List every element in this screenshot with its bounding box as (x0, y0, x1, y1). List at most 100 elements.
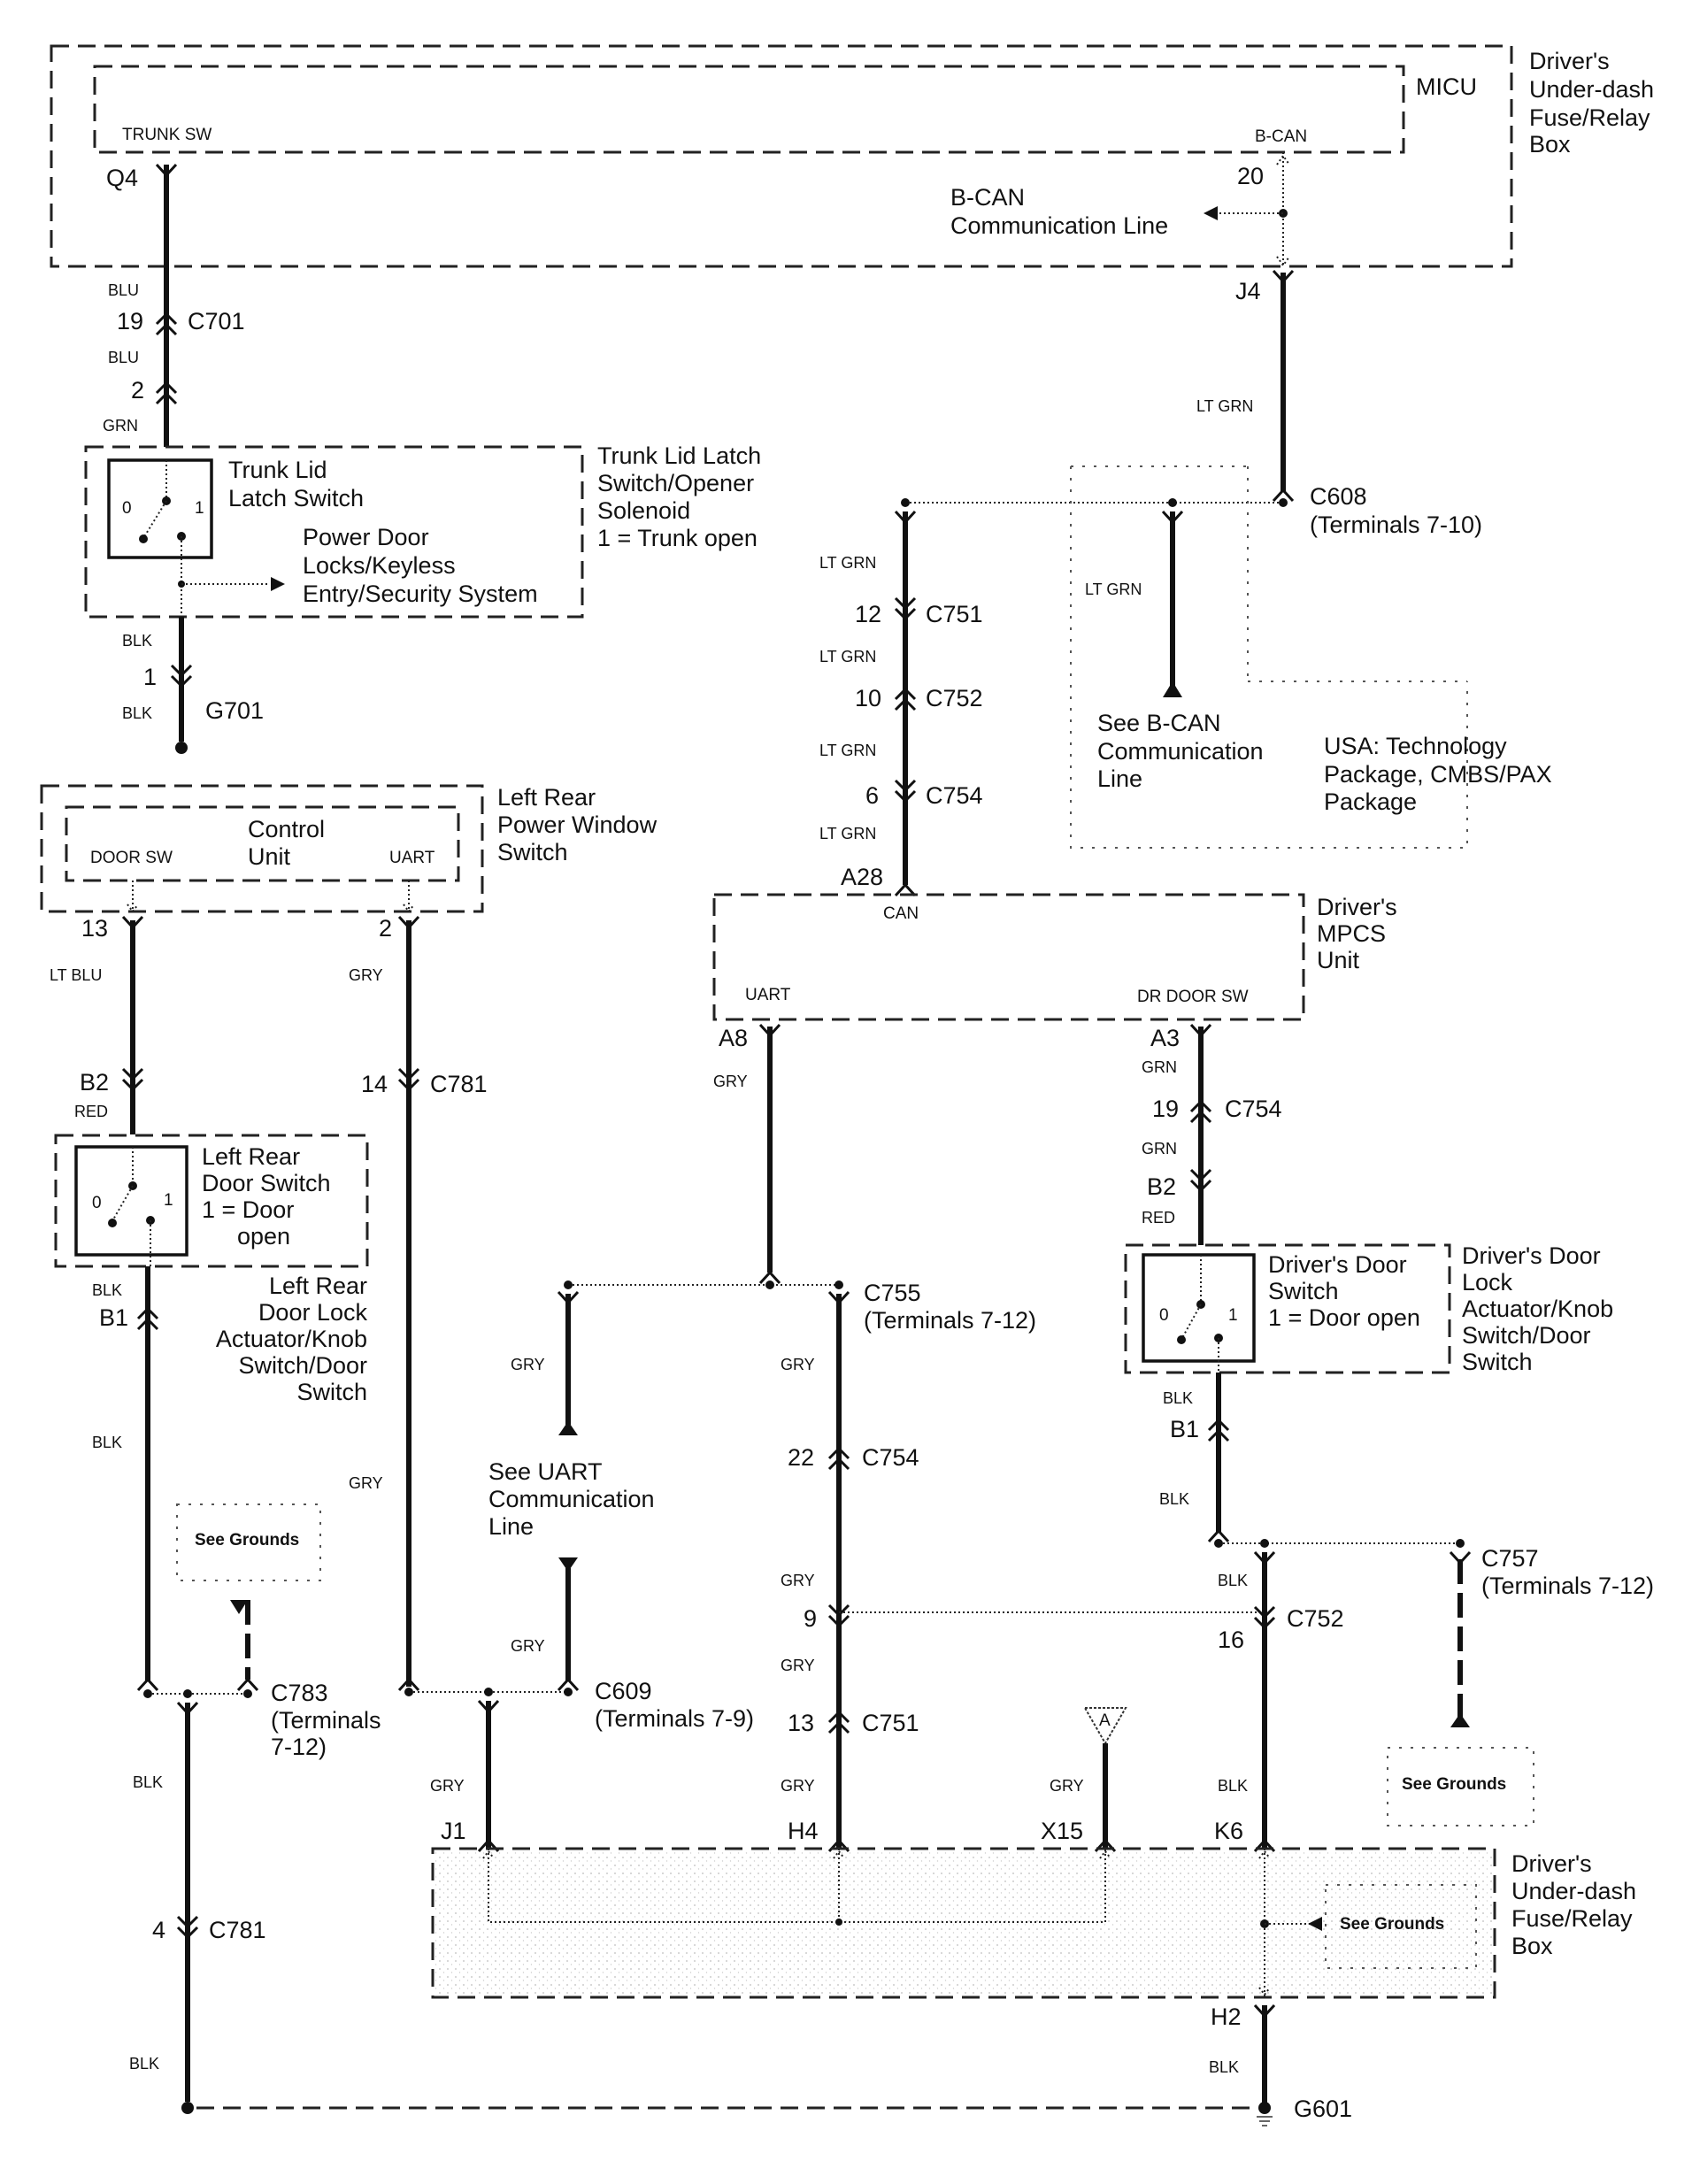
switch-name: 1 = Door open (1268, 1304, 1420, 1331)
lr-door-lock-outline (54, 1134, 369, 1268)
connector-pin: 2 (379, 915, 392, 942)
see-uart-label: Communication (488, 1486, 655, 1512)
switch-pos-0: 0 (92, 1194, 102, 1212)
component-name: Switch (497, 839, 568, 865)
bcan-terminal: 20 (1237, 163, 1264, 189)
arrow-up-icon (1450, 1713, 1470, 1727)
pdl-label: Entry/Security System (303, 581, 538, 607)
see-bcan-label: Line (1097, 765, 1142, 792)
connector-pin: 13 (788, 1710, 814, 1736)
reference-a-triangle (1083, 1707, 1127, 1746)
can-pin-label: CAN (883, 904, 919, 923)
pdl-label: Locks/Keyless (303, 552, 456, 579)
connector-c701: C701 (188, 308, 245, 335)
connector-c783-terminals: (Terminals (271, 1707, 381, 1734)
component-name: Lock (1462, 1269, 1513, 1296)
wire-color-label: BLK (92, 1281, 122, 1299)
connector-c609: C609 (595, 1678, 652, 1704)
component-name: Switch/Door (238, 1352, 367, 1379)
uart-pin-label: UART (389, 849, 435, 867)
wire-color-label: BLK (133, 1773, 163, 1791)
connector-pin: 10 (855, 685, 881, 711)
wire-color-label: BLU (108, 349, 139, 366)
h4-terminal: H4 (788, 1818, 819, 1844)
connector-pin: 14 (361, 1071, 388, 1097)
switch-pos-1: 1 (195, 499, 204, 518)
wire-color-label: RED (74, 1103, 108, 1120)
switch-name: Latch Switch (228, 485, 364, 511)
wire-color-label: GRY (1050, 1777, 1084, 1795)
connector-c752: C752 (1287, 1605, 1344, 1632)
connector-pin: 19 (1152, 1096, 1179, 1122)
wire-color-label: GRY (349, 966, 383, 984)
fuse-box-label-2: Under-dash (1529, 76, 1654, 103)
wire-color-label: GRY (781, 1777, 815, 1795)
bcan-line-label-1: B-CAN (950, 184, 1025, 211)
arrow-down-icon (558, 1557, 578, 1572)
wire-color-label: BLK (1218, 1572, 1248, 1589)
lr-power-window-switch: Control Unit DOOR SW UART Left Rear Powe… (40, 784, 658, 1687)
fuse-box-label-3: Fuse/Relay (1529, 104, 1650, 131)
uart-circuit: A8 GRY C755 (Terminals 7-12) GRY See UAR… (397, 1023, 1265, 1853)
fuse-box-label: Box (1511, 1933, 1553, 1959)
switch-name: open (237, 1223, 290, 1250)
wire-color-label: BLK (122, 704, 152, 722)
ground-point (1258, 2102, 1271, 2114)
ground-icon (1257, 2116, 1273, 2126)
connector-c781: C781 (430, 1071, 488, 1097)
fuse-box-outline-bottom (431, 1847, 1496, 1999)
see-grounds-box (176, 1503, 321, 1581)
connector-pin: 12 (855, 601, 881, 627)
wire-color-label: LT GRN (819, 825, 876, 842)
lr-door-switch: 2 0 1 Left Rear Door Switch 1 = Door ope… (54, 1134, 1257, 2114)
lr-window-switch-outline (40, 784, 484, 913)
component-name: Power Window (497, 811, 658, 838)
wire-color-label: GRY (781, 1572, 815, 1589)
arrow-left-icon (1204, 206, 1218, 220)
connector-pin: 2 (131, 377, 144, 404)
component-name: Switch (296, 1379, 367, 1405)
mpcs-outline (712, 893, 1305, 1021)
see-bcan-label: See B-CAN (1097, 710, 1221, 736)
switch-pos-1: 1 (164, 1191, 173, 1210)
wire-color-label: GRN (1142, 1058, 1177, 1076)
arrow-up-icon (1163, 681, 1182, 697)
arrow-right-icon (271, 577, 285, 591)
wire-color-label: RED (1142, 1209, 1175, 1227)
connector-c754: C754 (1225, 1096, 1282, 1122)
arrow-up-icon (558, 1421, 578, 1435)
wire-color-label: BLK (129, 2055, 159, 2072)
b1-terminal: B1 (1170, 1416, 1199, 1442)
left-rear-door-switch (74, 1145, 188, 1257)
uart-pin-label: UART (745, 986, 791, 1004)
trunk-latch-outline (84, 445, 584, 619)
micu-outline (93, 65, 1405, 154)
switch-name: 1 = Door (202, 1196, 294, 1223)
b2-terminal: B2 (80, 1069, 109, 1096)
reference-a-label: A (1099, 1711, 1111, 1730)
wire-color-label: BLK (1218, 1777, 1248, 1795)
see-grounds-label: See Grounds (195, 1531, 299, 1550)
connector-c757: C757 (1481, 1545, 1539, 1572)
component-name: 1 = Trunk open (597, 525, 758, 551)
component-name: Trunk Lid Latch (597, 442, 761, 469)
connector-pin: 9 (804, 1605, 817, 1632)
fuse-box-label-4: Box (1529, 131, 1571, 158)
a3-terminal: A3 (1150, 1025, 1180, 1051)
connector-c783-terminals: 7-12) (271, 1734, 327, 1760)
see-grounds-label: See Grounds (1340, 1915, 1444, 1934)
connector-c755-terminals: (Terminals 7-12) (864, 1307, 1036, 1334)
component-name: Left Rear (269, 1273, 367, 1299)
bcan-line-label-2: Communication Line (950, 212, 1168, 239)
component-name: Switch/Opener (597, 470, 754, 496)
connector-pin: 13 (81, 915, 108, 942)
wire-color-label: GRY (511, 1637, 545, 1655)
see-bcan-label: Communication (1097, 738, 1264, 765)
wire-color-label: LT BLU (50, 966, 102, 984)
connector-c608: C608 (1310, 483, 1367, 510)
control-unit-label: Unit (248, 843, 291, 870)
connector-pin: 1 (143, 664, 157, 690)
connector-c751: C751 (862, 1710, 919, 1736)
a8-terminal: A8 (719, 1025, 748, 1051)
connector-c781: C781 (209, 1917, 266, 1943)
